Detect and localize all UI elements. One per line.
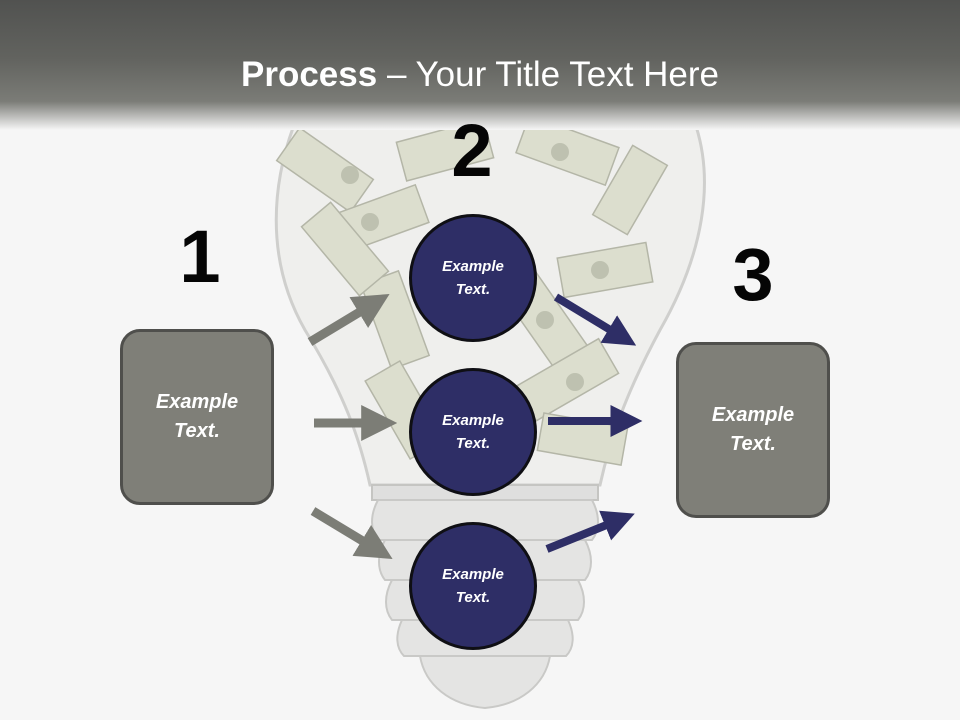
left-arrows <box>307 293 398 560</box>
title-bar <box>0 0 960 130</box>
right-arrows <box>545 293 643 553</box>
step-number-2: 2 <box>451 109 493 192</box>
arrow-up-right <box>307 293 390 346</box>
step-1-box: Example Text. <box>120 329 274 505</box>
step-3-box: Example Text. <box>676 342 830 518</box>
arrow-down-right <box>310 507 393 560</box>
slide-title: Process – Your Title Text Here <box>0 52 960 98</box>
step-2-circle-top: Example Text. <box>409 214 537 342</box>
step-number-1: 1 <box>179 215 221 298</box>
step-2-circle-bottom: Example Text. <box>409 522 537 650</box>
step-number-3: 3 <box>732 233 774 316</box>
step-2-circle-middle: Example Text. <box>409 368 537 496</box>
title-rest: – Your Title Text Here <box>377 55 719 94</box>
arrow-down-right-2 <box>553 293 637 346</box>
title-bold: Process <box>241 55 378 94</box>
arrow-up-right-2 <box>545 510 635 553</box>
